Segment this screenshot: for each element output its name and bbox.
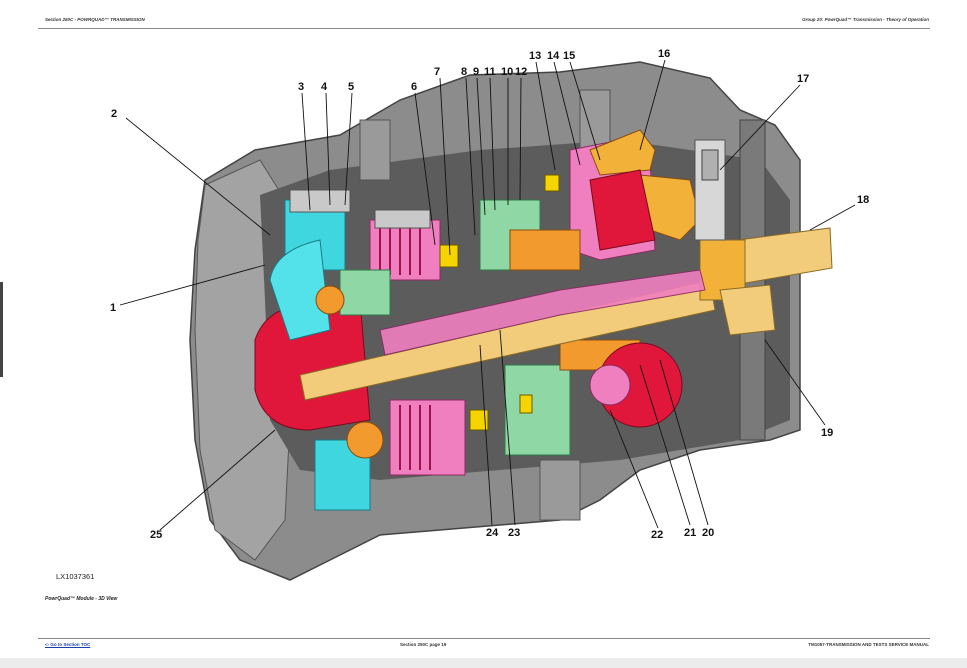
planet-gear-orange <box>315 285 345 315</box>
callout-15: 15 <box>563 50 575 62</box>
callout-23: 23 <box>508 527 520 539</box>
planet-gear-orange <box>346 421 384 459</box>
input-gear-red <box>254 299 371 431</box>
callout-2: 2 <box>111 108 117 120</box>
callout-4: 4 <box>321 81 328 93</box>
callout-3: 3 <box>298 81 304 93</box>
piston-green-lower <box>504 364 571 456</box>
callout-7: 7 <box>434 66 440 78</box>
callout-11: 11 <box>484 66 496 78</box>
section-toc-link[interactable]: <- Go to Section TOC <box>45 642 91 647</box>
callout-14: 14 <box>547 50 560 62</box>
callout-24: 24 <box>486 527 499 539</box>
valve-spool <box>701 149 719 181</box>
callout-18: 18 <box>857 194 869 206</box>
figure-caption: PowrQuad™ Module - 3D View <box>45 596 118 602</box>
callout-6: 6 <box>411 81 417 93</box>
seal-yellow <box>544 174 560 192</box>
callout-5: 5 <box>348 81 354 93</box>
header-rule <box>38 28 930 29</box>
return-spring <box>289 189 351 213</box>
housing-rib <box>359 119 391 181</box>
shaft-sleeve-pink <box>379 269 706 356</box>
callout-16: 16 <box>658 48 670 60</box>
footer-rule <box>38 638 930 639</box>
carrier-orange <box>589 129 656 176</box>
seal-yellow <box>439 244 459 268</box>
page-header-left: Section 250C - POWRQUAD™ TRANSMISSION <box>45 17 145 22</box>
callout-1: 1 <box>110 302 116 314</box>
callout-13: 13 <box>529 50 541 62</box>
page-margin-marker <box>0 282 3 377</box>
callout-12: 12 <box>515 66 527 78</box>
seal-yellow <box>519 394 533 414</box>
output-gear-red-hub <box>589 364 631 406</box>
callout-22: 22 <box>651 529 663 541</box>
callout-10: 10 <box>501 66 513 78</box>
manual-title: TM1057-TRANSMISSION AND TESTS SERVICE MA… <box>808 642 929 647</box>
callout-20: 20 <box>702 527 714 539</box>
callout-25: 25 <box>150 529 162 541</box>
callout-9: 9 <box>473 66 479 78</box>
viewer-bottom-bar <box>0 658 967 668</box>
clutch-pack-pink-lower <box>389 399 466 476</box>
housing-rib <box>539 459 581 521</box>
figure-id: LX1037361 <box>56 572 95 581</box>
callout-19: 19 <box>821 427 833 439</box>
clutch-discs <box>379 225 431 470</box>
seal-yellow <box>469 409 489 431</box>
ring-gear-orange <box>509 229 581 271</box>
callout-17: 17 <box>797 73 809 85</box>
callout-8: 8 <box>461 66 467 78</box>
rear-gear-red <box>589 169 656 251</box>
shaft-collar <box>719 284 776 336</box>
piston-green-front <box>339 269 391 316</box>
page-header-right: Group 20: PowrQuad™ Transmission - Theor… <box>802 17 929 22</box>
callout-21: 21 <box>684 527 696 539</box>
callout-leaders <box>119 59 856 531</box>
return-spring <box>374 209 431 229</box>
page-number: Section 250C page 19 <box>400 642 447 647</box>
